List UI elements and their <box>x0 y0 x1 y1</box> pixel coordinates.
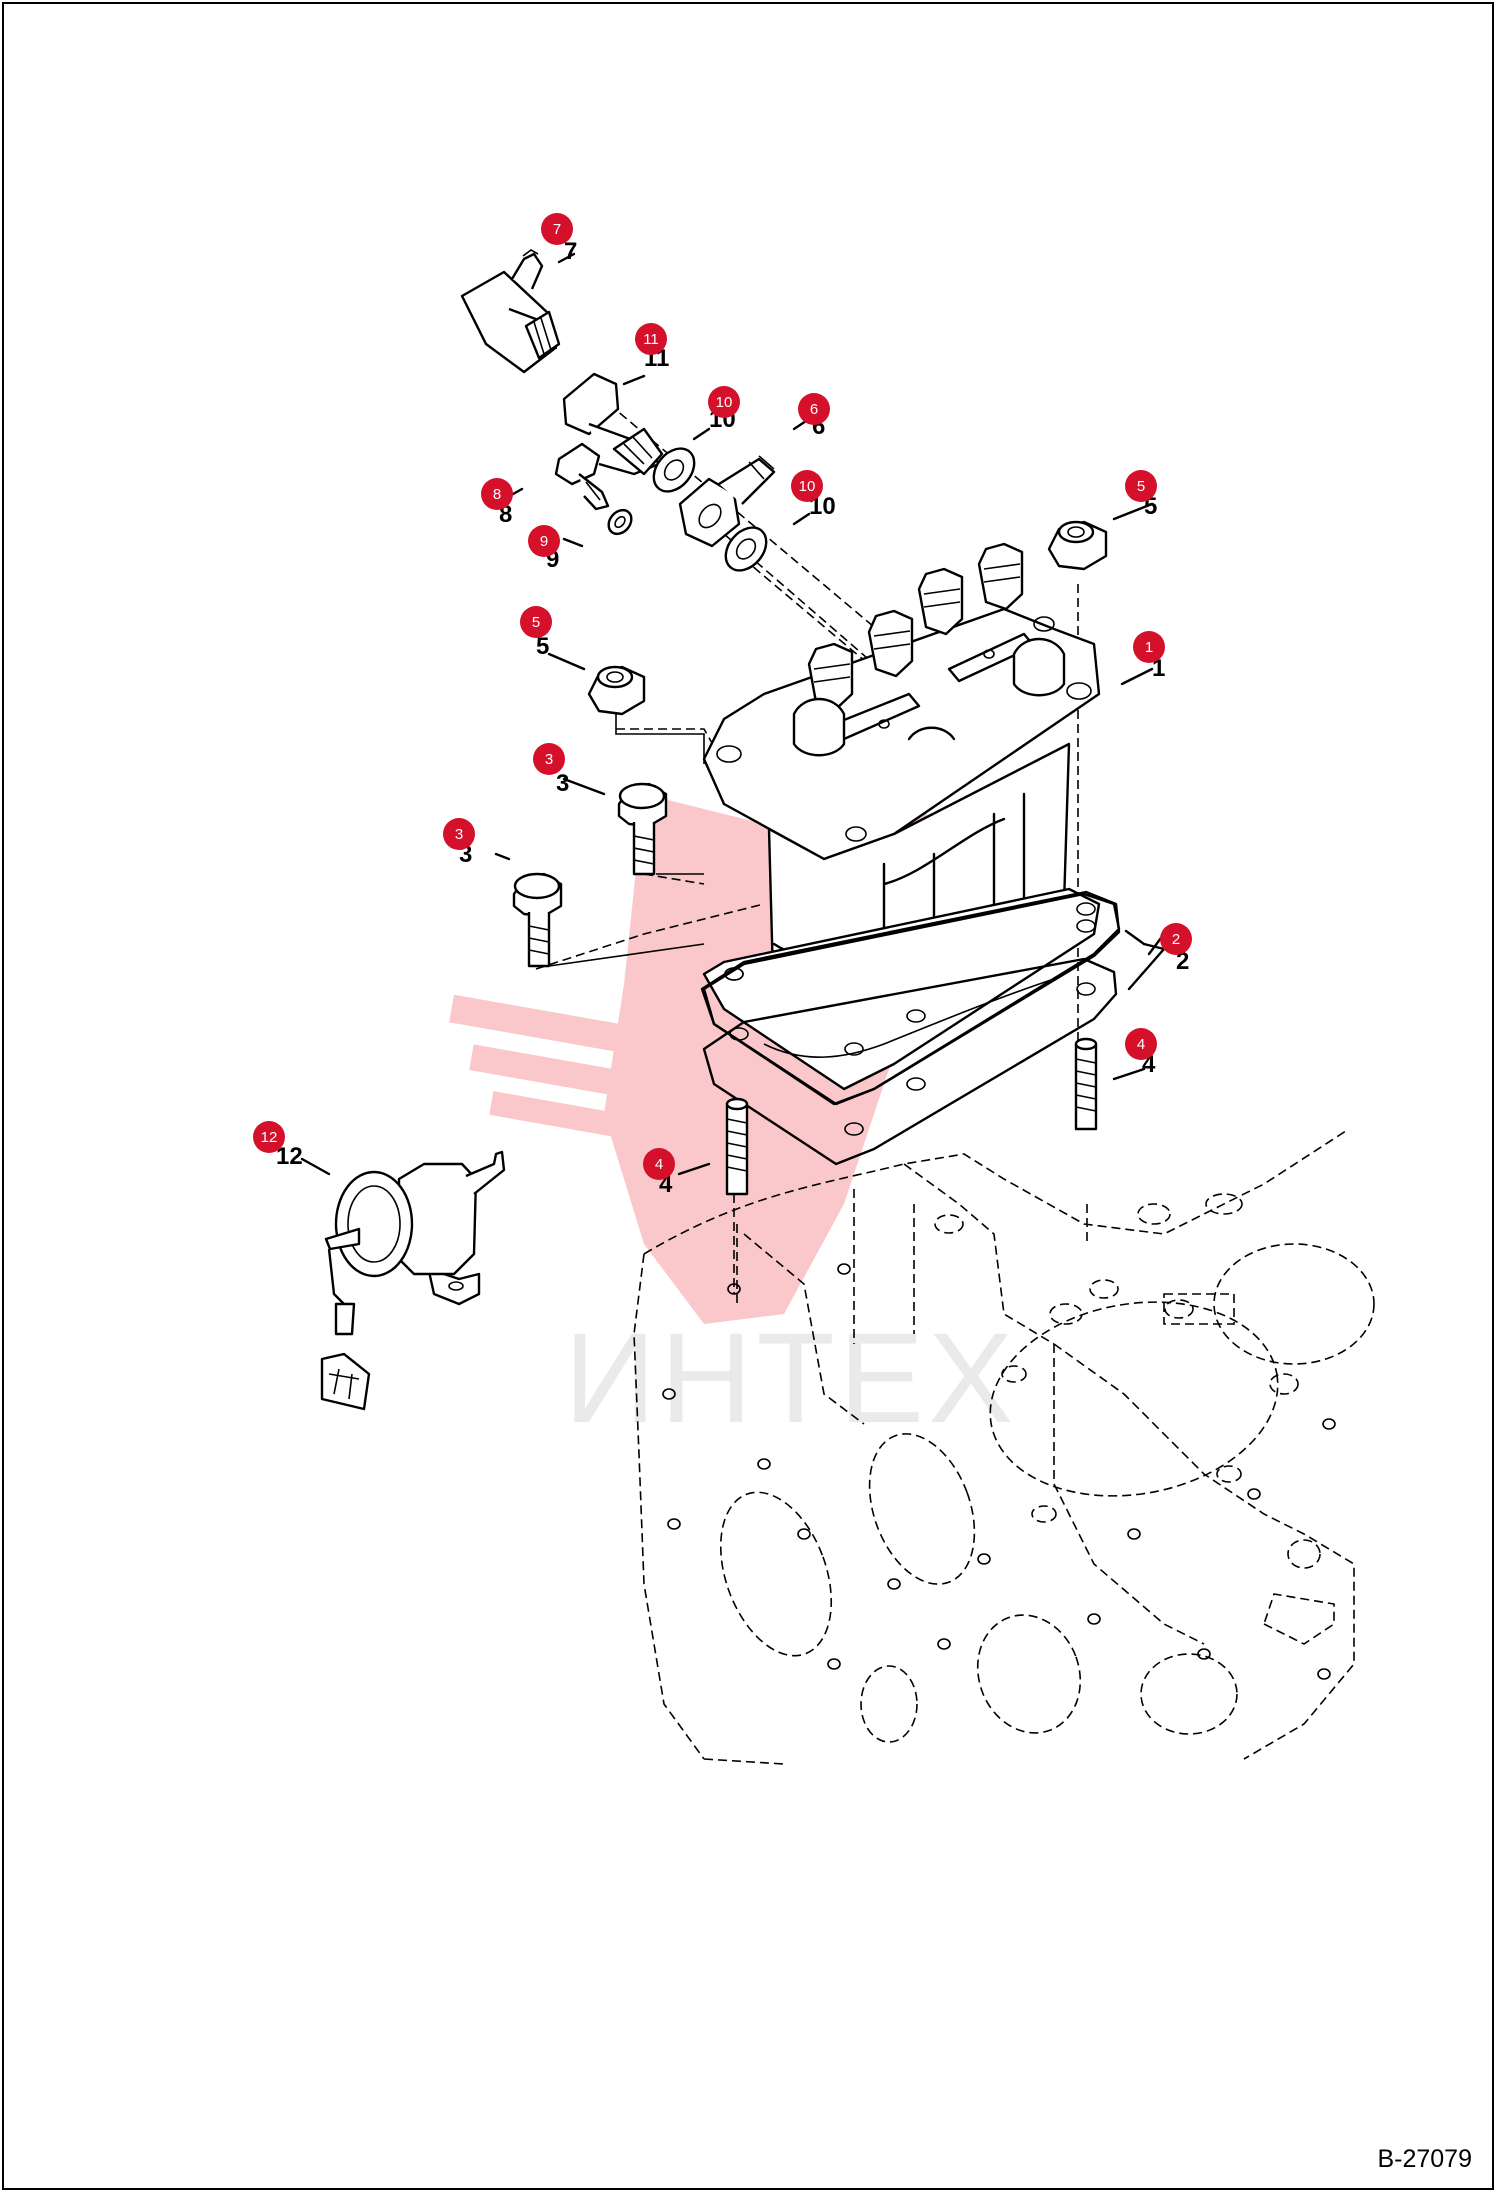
callout-8: 8 8 <box>481 478 513 528</box>
parts-diagram: .ln { fill: none; stroke: #000; stroke-w… <box>253 213 1375 1765</box>
part-12-fuel-pump <box>320 1150 506 1411</box>
callout-badge-label: 10 <box>799 478 816 495</box>
callout-11: 11 11 <box>635 323 669 372</box>
callout-10-upper: 10 10 <box>708 386 740 433</box>
part-3-bolt-lower <box>512 872 563 968</box>
callout-number: 5 <box>536 633 549 660</box>
part-2-gasket-upper <box>700 890 1121 1106</box>
callout-number: 2 <box>1176 948 1189 975</box>
watermark-text: ИНТЕХ <box>564 1307 1017 1450</box>
callout-badge-label: 7 <box>553 221 561 238</box>
callout-badge-label: 10 <box>716 394 733 411</box>
callout-5-left: 5 5 <box>520 606 552 660</box>
callout-4-right: 4 4 <box>1125 1028 1157 1078</box>
part-10-washer-upper <box>652 447 696 493</box>
callout-badge-label: 9 <box>540 533 548 550</box>
callout-badge-label: 2 <box>1172 931 1180 948</box>
part-4-stud-right <box>1074 1037 1098 1131</box>
engine-block <box>633 1128 1375 1765</box>
callout-badge-label: 6 <box>810 401 818 418</box>
part-5-nut-left <box>587 665 646 716</box>
figure-code: B-27079 <box>1377 2145 1472 2173</box>
part-4-stud-left <box>725 1097 749 1196</box>
callout-3-upper: 3 3 <box>533 743 569 797</box>
callout-badge-label: 5 <box>1137 478 1145 495</box>
callout-12: 12 12 <box>253 1121 303 1170</box>
part-5-nut-right <box>1047 520 1108 571</box>
callout-badge-label: 4 <box>1137 1036 1145 1053</box>
part-9-washer <box>607 508 633 536</box>
callout-number: 1 <box>1152 655 1165 682</box>
callout-number: 7 <box>564 238 577 265</box>
callout-badge-label: 1 <box>1145 639 1153 656</box>
callout-badge-label: 3 <box>545 751 553 768</box>
callout-9: 9 9 <box>528 525 560 573</box>
part-1-injection-pump <box>702 542 1101 1091</box>
callout-6: 6 6 <box>798 393 830 440</box>
part-11-banjo-bolt <box>562 372 664 476</box>
callout-3-lower: 3 3 <box>443 818 475 868</box>
callout-10-lower: 10 10 <box>791 470 836 520</box>
callout-badge-label: 8 <box>493 486 501 503</box>
callout-badge-label: 4 <box>655 1156 663 1173</box>
callout-1: 1 1 <box>1133 631 1165 682</box>
callouts: 7 7 11 11 10 10 6 6 10 10 8 8 <box>253 213 1192 1198</box>
part-2-gasket-lower <box>702 957 1118 1166</box>
callout-2: 2 2 <box>1160 923 1192 975</box>
callout-badge-label: 11 <box>643 331 659 348</box>
callout-4-left: 4 4 <box>643 1148 675 1198</box>
callout-badge-label: 3 <box>455 826 463 843</box>
callout-5-right: 5 5 <box>1125 470 1157 520</box>
callout-number: 3 <box>556 770 569 797</box>
part-3-bolt-upper <box>617 782 668 876</box>
part-8-screw <box>554 442 610 511</box>
callout-badge-label: 5 <box>532 614 540 631</box>
part-10-washer-lower <box>724 526 768 572</box>
part-6-eye-fitting <box>678 455 776 548</box>
callout-7: 7 7 <box>541 213 577 265</box>
part-7-fitting <box>460 249 561 374</box>
callout-badge-label: 12 <box>261 1129 278 1146</box>
